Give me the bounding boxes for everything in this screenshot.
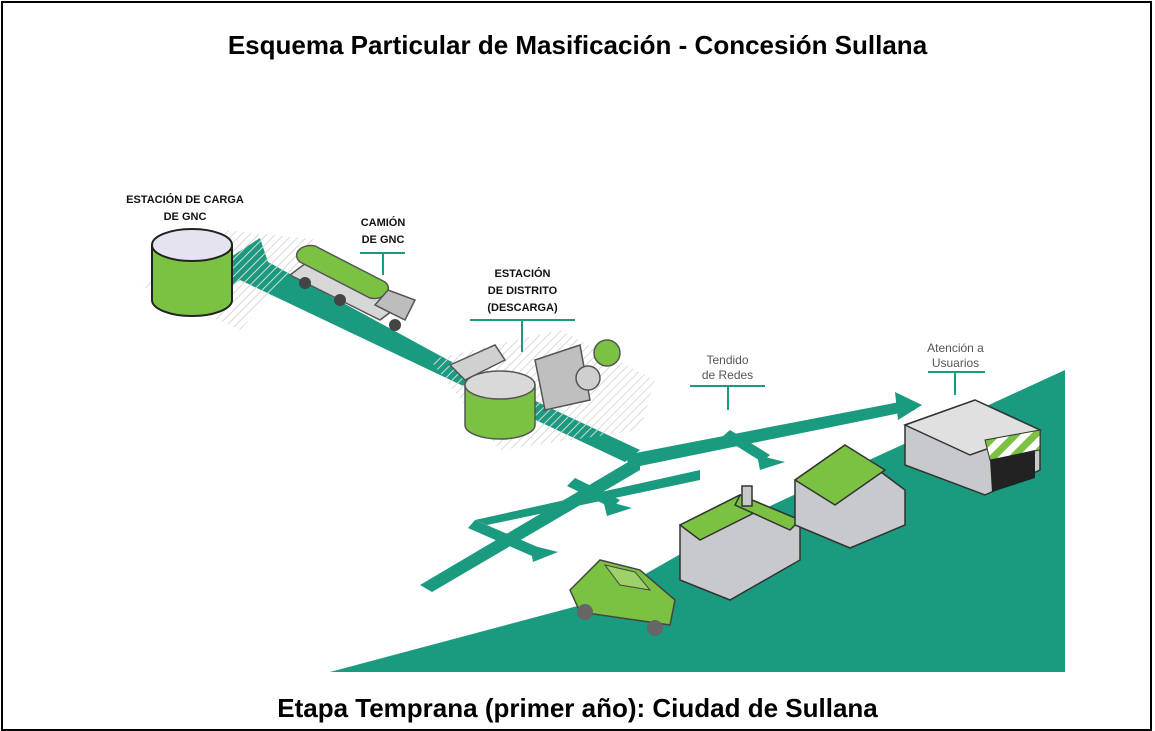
label-district-line3: (DESCARGA) (487, 302, 558, 314)
label-network-line2: de Redes (701, 368, 754, 382)
gnc-truck (288, 244, 417, 331)
label-truck-line1: CAMIÓN (360, 217, 406, 229)
district-station (448, 339, 621, 440)
commercial-user (903, 399, 1042, 496)
label-truck: CAMIÓN DE GNC (343, 215, 423, 249)
ground-plane (330, 370, 1065, 672)
label-users: Atención a Usuarios (918, 341, 993, 371)
diagram-title: Esquema Particular de Masificación - Con… (227, 30, 928, 60)
gnc-station-tank (151, 228, 233, 317)
house-user (793, 444, 906, 549)
label-district: ESTACIÓN DE DISTRITO (DESCARGA) (470, 266, 575, 317)
label-station-line1: ESTACIÓN DE CARGA (126, 194, 244, 206)
label-users-line2: Usuarios (931, 356, 980, 370)
label-station-line2: DE GNC (163, 211, 207, 223)
label-station: ESTACIÓN DE CARGA DE GNC (115, 192, 255, 226)
label-district-line1: ESTACIÓN (494, 268, 551, 280)
label-leaders (360, 252, 985, 410)
branch-arrows (420, 392, 922, 592)
factory-user (678, 485, 802, 601)
label-network: Tendido de Redes (690, 353, 765, 383)
diagram-caption: Etapa Temprana (primer año): Ciudad de S… (277, 693, 878, 723)
car-user (569, 559, 676, 636)
label-district-line2: DE DISTRITO (487, 285, 558, 297)
label-users-line1: Atención a (927, 341, 984, 355)
label-truck-line2: DE GNC (361, 234, 405, 246)
label-network-line1: Tendido (706, 353, 749, 367)
